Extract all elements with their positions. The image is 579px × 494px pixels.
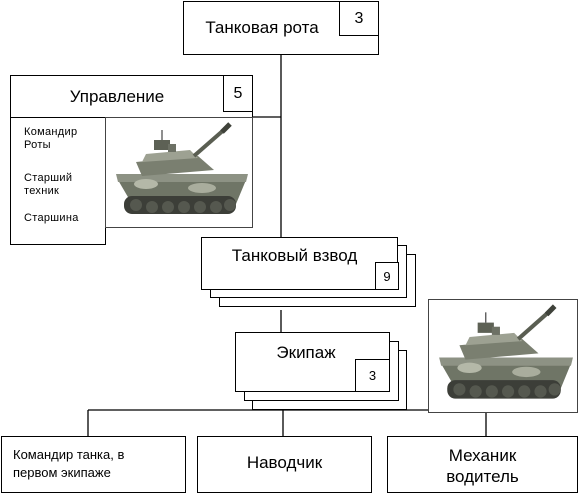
crew-title: Экипаж: [276, 343, 336, 362]
management-title: Управление: [69, 86, 165, 106]
staff-item-1: Командир Роты: [24, 126, 78, 151]
company-box: Танковая рота 3: [183, 1, 379, 55]
tank-icon: [439, 304, 573, 399]
role-box-commander: Командир танка, в первом экипаже: [1, 436, 186, 493]
role-gunner-label: Наводчик: [246, 453, 323, 472]
company-count-badge: 3: [339, 1, 379, 36]
role-box-driver: Механик водитель: [387, 436, 578, 493]
role-driver-label: Механик водитель: [446, 446, 519, 486]
staff-item-3: Старшина: [24, 212, 79, 224]
tank-photo-crew: [428, 299, 578, 413]
management-count-badge: 5: [223, 75, 253, 112]
tank-photo-management: [105, 117, 253, 228]
management-box: Управление 5: [10, 75, 253, 118]
staff-item-2: Старший техник: [24, 172, 73, 197]
platoon-title: Танковый взвод: [231, 246, 358, 265]
crew-count-badge: 3: [355, 359, 390, 392]
tank-icon: [116, 122, 248, 214]
company-title: Танковая рота: [205, 18, 319, 37]
management-staff-panel: [10, 117, 106, 245]
platoon-box: Танковый взвод 9: [201, 237, 399, 290]
crew-box: Экипаж 3: [235, 332, 390, 392]
role-box-gunner: Наводчик: [197, 436, 372, 493]
platoon-count-badge: 9: [375, 262, 399, 290]
role-commander-label: Командир танка, в первом экипаже: [13, 447, 125, 480]
